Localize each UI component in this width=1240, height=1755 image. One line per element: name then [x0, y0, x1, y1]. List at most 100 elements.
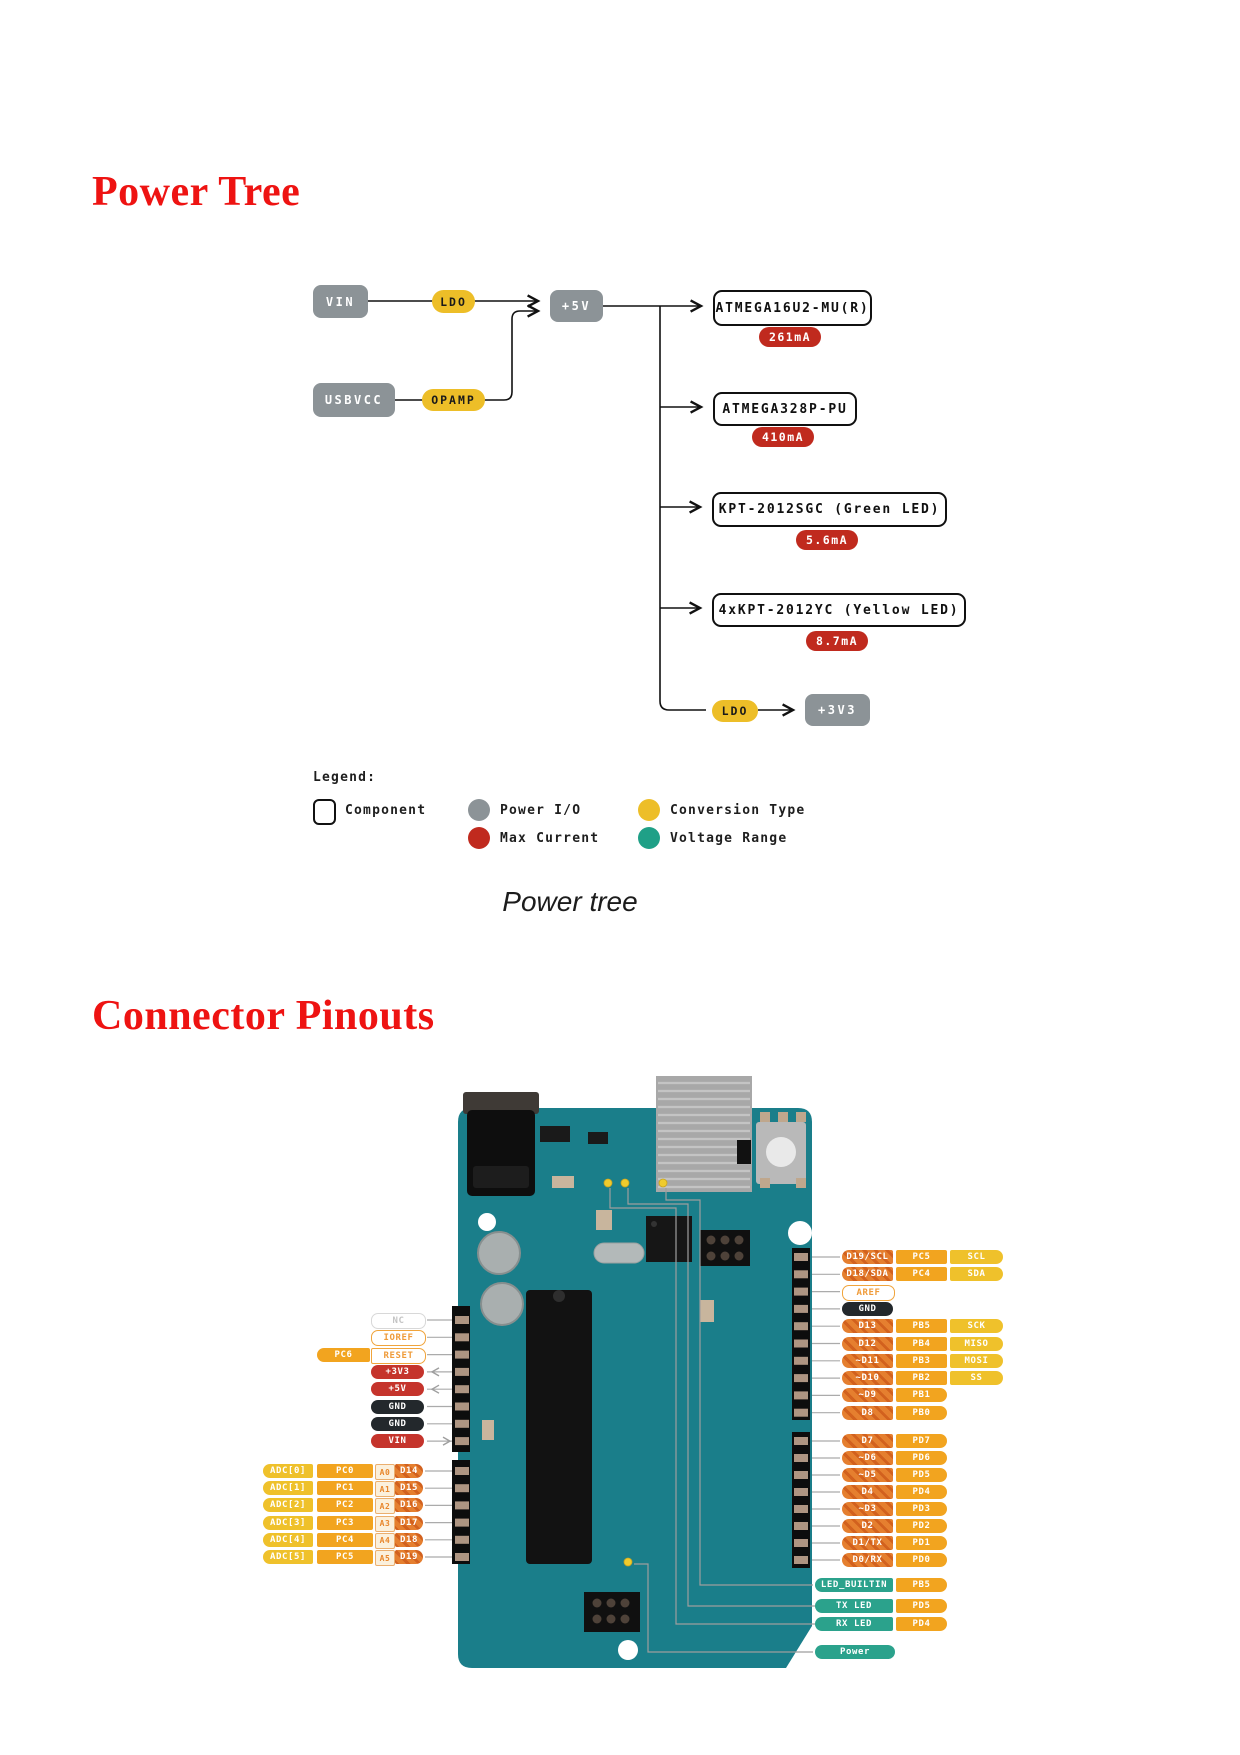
pin-label: PD4: [896, 1485, 947, 1499]
node-ldo-2: LDO: [712, 700, 758, 722]
pin-label: ~D11: [842, 1353, 893, 1368]
pin-label: D17: [395, 1515, 423, 1530]
pin-label: ADC[1]: [263, 1481, 313, 1496]
pin-label: GND: [371, 1416, 424, 1431]
pin-label: VIN: [371, 1434, 424, 1449]
pin-label: TX LED: [815, 1599, 893, 1613]
pin-label: GND: [842, 1301, 893, 1316]
node-ldo-1: LDO: [432, 290, 475, 313]
pin-label: PB5: [896, 1578, 947, 1592]
pin-label: SDA: [950, 1267, 1003, 1282]
pin-label: LED_BUILTIN: [815, 1578, 893, 1592]
pin-label: PB0: [896, 1405, 947, 1420]
pin-label: A5: [375, 1550, 395, 1566]
node-usbvcc: USBVCC: [313, 383, 395, 417]
power-tree-heading: Power Tree: [92, 169, 301, 215]
pin-label: PC4: [317, 1532, 373, 1547]
pin-label: RX LED: [815, 1617, 893, 1631]
legend-component-swatch: [313, 799, 336, 825]
node-3v3: +3V3: [805, 694, 870, 726]
pin-label: D18/SDA: [842, 1267, 893, 1282]
pin-label: ~D5: [842, 1468, 893, 1482]
pin-label: PB4: [896, 1336, 947, 1351]
node-kpt-yellow: 4xKPT-2012YC (Yellow LED): [712, 593, 966, 627]
pin-label: ADC[5]: [263, 1550, 313, 1564]
pin-label: PC3: [317, 1515, 373, 1530]
node-vin: VIN: [313, 285, 368, 318]
node-5v: +5V: [550, 290, 603, 322]
legend-voltage-range-swatch: [638, 827, 660, 849]
pin-label: D8: [842, 1405, 893, 1420]
pin-label: ADC[2]: [263, 1498, 313, 1513]
pin-label: PC4: [896, 1267, 947, 1282]
pin-label: D13: [842, 1319, 893, 1334]
legend-power-io-swatch: [468, 799, 490, 821]
pin-label: NC: [371, 1313, 426, 1329]
pin-label: PC5: [896, 1250, 947, 1264]
pin-label: PD1: [896, 1536, 947, 1550]
legend-component-label: Component: [345, 802, 427, 818]
pin-label: PC5: [317, 1550, 373, 1564]
pin-label: ~D6: [842, 1451, 893, 1465]
pin-label: RESET: [371, 1347, 426, 1364]
pin-label: SCL: [950, 1250, 1003, 1264]
pin-label: PC0: [317, 1464, 373, 1478]
pin-label: PD2: [896, 1519, 947, 1533]
pin-label: D14: [395, 1464, 423, 1478]
pin-label: A1: [375, 1481, 395, 1498]
badge-kpt-yellow-current: 8.7mA: [806, 631, 868, 651]
badge-kpt-green-current: 5.6mA: [796, 530, 858, 550]
pin-label: +5V: [371, 1382, 424, 1397]
pin-label: A4: [375, 1532, 395, 1549]
legend-max-current-label: Max Current: [500, 830, 600, 846]
pin-label: ADC[3]: [263, 1515, 313, 1530]
pin-label: D4: [842, 1485, 893, 1499]
pin-label: D15: [395, 1481, 423, 1496]
pin-label: PC6: [317, 1347, 370, 1362]
pin-label: D2: [842, 1519, 893, 1533]
pin-label: PB2: [896, 1371, 947, 1386]
pin-label: D12: [842, 1336, 893, 1351]
connector-pinouts-heading: Connector Pinouts: [92, 993, 435, 1039]
pin-label: D1/TX: [842, 1536, 893, 1550]
legend-conversion-swatch: [638, 799, 660, 821]
pin-label: PD5: [896, 1599, 947, 1613]
pin-label: D19/SCL: [842, 1250, 893, 1264]
pin-label: ADC[4]: [263, 1532, 313, 1547]
legend-title: Legend:: [313, 769, 377, 785]
pin-label: PC1: [317, 1481, 373, 1496]
node-atmega328p: ATMEGA328P-PU: [713, 392, 857, 426]
pin-label: A3: [375, 1515, 395, 1532]
pin-label: PB5: [896, 1319, 947, 1334]
pin-label: PD0: [896, 1553, 947, 1567]
pin-label: MISO: [950, 1336, 1003, 1351]
pin-label: A0: [375, 1464, 395, 1480]
pin-label: ~D9: [842, 1388, 893, 1403]
pin-label: SS: [950, 1371, 1003, 1386]
pin-label: D0/RX: [842, 1553, 893, 1567]
pin-label: GND: [371, 1399, 424, 1414]
legend-conversion-label: Conversion Type: [670, 802, 806, 818]
pin-label: Power: [815, 1645, 895, 1659]
legend-voltage-range-label: Voltage Range: [670, 830, 788, 846]
pin-label: PD4: [896, 1617, 947, 1631]
node-atmega16u2: ATMEGA16U2-MU(R): [713, 290, 872, 326]
pin-label: ADC[0]: [263, 1464, 313, 1478]
pin-label: +3V3: [371, 1364, 424, 1379]
legend-power-io-label: Power I/O: [500, 802, 582, 818]
pin-label: PC2: [317, 1498, 373, 1513]
badge-atmega16u2-current: 261mA: [759, 327, 821, 347]
legend-max-current-swatch: [468, 827, 490, 849]
pin-label: ~D10: [842, 1371, 893, 1386]
pin-label: PB3: [896, 1353, 947, 1368]
node-opamp: OPAMP: [422, 389, 485, 411]
pin-label: IOREF: [371, 1330, 426, 1347]
node-kpt-green: KPT-2012SGC (Green LED): [712, 492, 947, 527]
pin-label: PD7: [896, 1434, 947, 1448]
pin-label: MOSI: [950, 1353, 1003, 1368]
pin-label: ~D3: [842, 1502, 893, 1516]
pin-label: D18: [395, 1532, 423, 1547]
pin-label: A2: [375, 1498, 395, 1515]
pin-label: PB1: [896, 1388, 947, 1403]
